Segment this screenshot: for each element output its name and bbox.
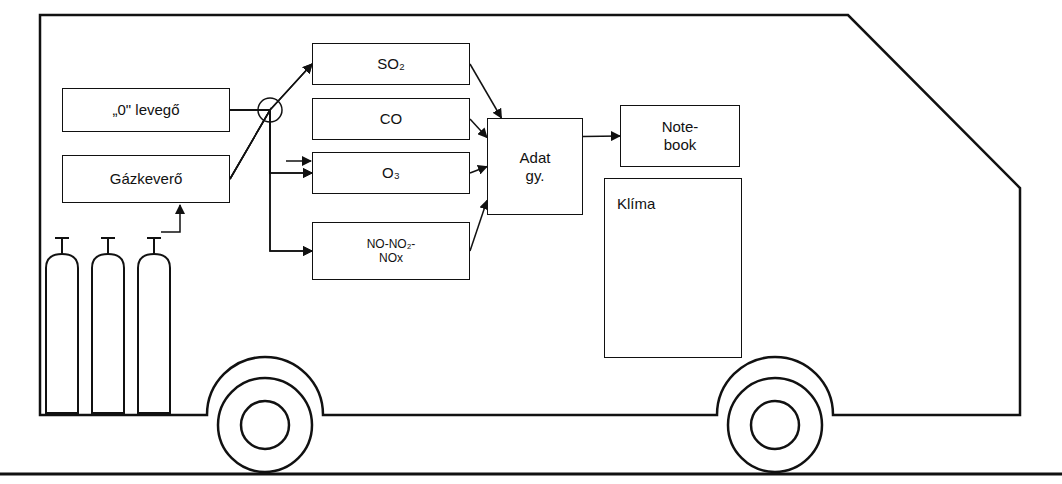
box-label: O₃ bbox=[382, 164, 400, 182]
connector-arrow bbox=[230, 110, 312, 173]
analyzer-box: O₃ bbox=[312, 152, 470, 194]
climate-box: Klíma bbox=[604, 178, 742, 358]
analyzer-box: CO bbox=[312, 98, 470, 140]
inlet-arrow bbox=[286, 160, 311, 162]
data-logger-box: Adat gy. bbox=[487, 118, 583, 215]
box-label: „0" levegő bbox=[112, 101, 179, 119]
connector-arrow bbox=[230, 110, 312, 251]
front-wheel bbox=[728, 378, 822, 472]
gas-cylinders bbox=[46, 238, 170, 413]
gas-mixer-box: Gázkeverő bbox=[62, 155, 230, 203]
connector-arrow bbox=[470, 167, 487, 174]
connector-arrow bbox=[230, 64, 312, 179]
box-label: Adat gy. bbox=[510, 149, 560, 185]
connector-arrow bbox=[230, 110, 312, 179]
connector-arrow bbox=[583, 135, 620, 137]
box-label: Note- book bbox=[650, 118, 710, 154]
box-label: Klíma bbox=[617, 195, 655, 213]
van-body bbox=[40, 15, 1020, 415]
connector-arrow bbox=[470, 64, 501, 118]
notebook-box: Note- book bbox=[620, 105, 740, 167]
cylinder-feed-line bbox=[161, 205, 180, 232]
box-label: SO₂ bbox=[377, 55, 405, 73]
connector-arrow bbox=[230, 64, 312, 110]
connector-arrow bbox=[470, 119, 487, 137]
rear-wheel bbox=[218, 378, 312, 472]
road bbox=[0, 473, 1062, 476]
analyzer-box: SO₂ bbox=[312, 43, 470, 85]
box-label: CO bbox=[380, 110, 403, 128]
air-source-box: „0" levegő bbox=[62, 88, 230, 132]
connector-arrow bbox=[470, 200, 487, 251]
connector-arrow bbox=[230, 110, 312, 251]
analyzer-box: NO-NO₂- NOx bbox=[312, 222, 470, 280]
box-label: Gázkeverő bbox=[110, 170, 183, 188]
box-label: NO-NO₂- NOx bbox=[361, 237, 421, 266]
